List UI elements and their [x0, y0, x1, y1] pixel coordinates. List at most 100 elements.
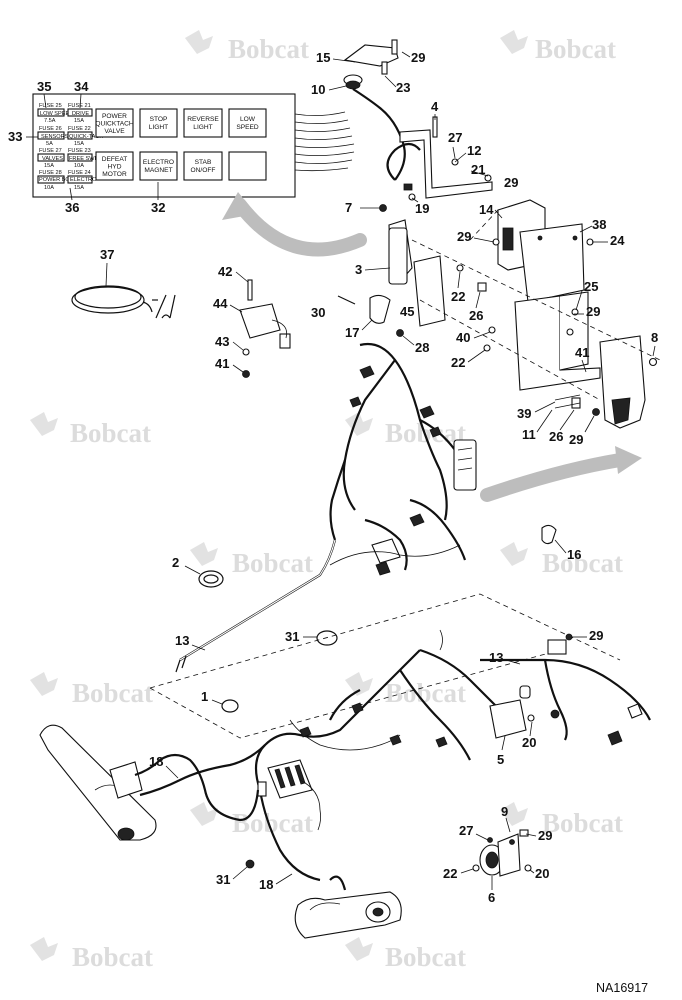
watermark-mid-left: Bobcat: [30, 412, 151, 448]
watermark-text: Bobcat: [228, 34, 309, 64]
callout-36: 36: [65, 200, 79, 215]
callout-38: 38: [592, 217, 606, 232]
callout-16: 16: [567, 547, 581, 562]
svg-text:VALVE: VALVE: [104, 128, 125, 135]
svg-text:LOW SPEED: LOW SPEED: [40, 111, 73, 117]
callout-31: 31: [216, 872, 230, 887]
callout-20: 20: [522, 735, 536, 750]
callout-12: 12: [467, 143, 481, 158]
cylinder-bottom: [294, 875, 402, 939]
callout-18: 18: [259, 877, 273, 892]
bracket-parts-top: [343, 39, 493, 199]
coil-37: [71, 285, 176, 319]
fuse-23: FUSE 23 FREE SWIVEL 10A: [67, 148, 107, 169]
callout-33: 33: [8, 129, 22, 144]
svg-text:15A: 15A: [74, 118, 84, 124]
callout-27: 27: [448, 130, 462, 145]
watermark-text: Bobcat: [535, 34, 616, 64]
svg-text:POWER: POWER: [102, 113, 127, 120]
svg-text:ELECTRO: ELECTRO: [70, 177, 97, 183]
callout-15: 15: [316, 50, 330, 65]
callout-22: 22: [451, 289, 465, 304]
watermark-text: Bobcat: [232, 548, 313, 578]
callout-29: 29: [538, 828, 552, 843]
callout-45: 45: [400, 304, 414, 319]
switch-blank: [228, 151, 267, 181]
callout-29: 29: [589, 628, 603, 643]
watermark-bottom-center: Bobcat: [345, 937, 466, 972]
drawing-number: NA16917: [596, 981, 648, 995]
callout-17: 17: [345, 325, 359, 340]
svg-text:SENSORS: SENSORS: [41, 134, 69, 140]
watermark-layer: Bobcat Bobcat Bobcat Bobcat Bobcat Bobca…: [30, 30, 623, 972]
switch-stab-on-off: STAB ON/OFF: [183, 151, 223, 181]
svg-text:LOW: LOW: [240, 116, 256, 123]
callout-43: 43: [215, 334, 229, 349]
callout-41: 41: [215, 356, 229, 371]
callout-9: 9: [501, 804, 508, 819]
cylinder-left: [39, 724, 260, 841]
fuse-28: FUSE 28 POWER BOB-TACH 10A: [37, 170, 90, 191]
svg-text:VALVES: VALVES: [42, 156, 63, 162]
switch-reverse-light: REVERSE LIGHT: [183, 108, 223, 138]
fuse-block: FUSE 25 LOW SPEED 7.5A FUSE 21 DRIVE 15A…: [37, 103, 107, 191]
svg-text:10A: 10A: [74, 163, 84, 169]
svg-text:MOTOR: MOTOR: [102, 171, 127, 178]
callout-29: 29: [569, 432, 583, 447]
watermark-top-left: Bobcat: [185, 30, 309, 64]
watermark-bottom-left: Bobcat: [30, 937, 153, 972]
svg-text:REVERSE: REVERSE: [187, 116, 219, 123]
watermark-text: Bobcat: [72, 678, 153, 708]
watermark-row5-left: Bobcat: [190, 802, 313, 838]
callout-22: 22: [451, 355, 465, 370]
horn-6: [472, 829, 532, 877]
main-harness: [175, 342, 477, 673]
callout-24: 24: [610, 233, 625, 248]
callout-3: 3: [355, 262, 362, 277]
callout-39: 39: [517, 406, 531, 421]
svg-text:FUSE 22: FUSE 22: [68, 126, 91, 132]
svg-text:LIGHT: LIGHT: [149, 124, 168, 131]
callout-29: 29: [504, 175, 518, 190]
svg-text:FUSE 25: FUSE 25: [39, 103, 62, 109]
fuse-26: FUSE 26 SENSORS 5A: [37, 126, 69, 147]
callout-4: 4: [431, 99, 439, 114]
clips: [198, 524, 557, 713]
controller-modules: [337, 193, 661, 429]
lower-frame-outline: [149, 593, 621, 739]
lower-fasteners: [245, 633, 573, 869]
watermark-text: Bobcat: [72, 942, 153, 972]
lower-harness: [139, 629, 651, 882]
callout-32: 32: [151, 200, 165, 215]
detail-arrow-to-panel: [222, 192, 367, 257]
callout-42: 42: [218, 264, 232, 279]
svg-text:15A: 15A: [74, 185, 84, 191]
svg-text:LIGHT: LIGHT: [193, 124, 212, 131]
callout-28: 28: [415, 340, 429, 355]
callout-26: 26: [469, 308, 483, 323]
switch-power-quicktach-valve: POWER QUICKTACH VALVE: [95, 108, 134, 138]
panel-wires: [294, 111, 355, 172]
svg-text:QUICK-TACH: QUICK-TACH: [69, 134, 103, 140]
callout-13: 13: [175, 633, 189, 648]
svg-text:MAGNET: MAGNET: [144, 167, 172, 174]
callout-8: 8: [651, 330, 658, 345]
svg-text:STAB: STAB: [195, 159, 212, 166]
callout-41: 41: [575, 345, 589, 360]
callout-10: 10: [311, 82, 325, 97]
watermark-top-right: Bobcat: [500, 30, 616, 64]
watermark-row3-left: Bobcat: [190, 542, 313, 578]
watermark-text: Bobcat: [542, 548, 623, 578]
callout-19: 19: [415, 201, 429, 216]
fuse-22: FUSE 22 QUICK-TACH 15A: [67, 126, 103, 147]
svg-text:FUSE 28: FUSE 28: [39, 170, 62, 176]
switch-panel-inset: FUSE 25 LOW SPEED 7.5A FUSE 21 DRIVE 15A…: [32, 93, 355, 198]
svg-text:DEFEAT: DEFEAT: [102, 156, 128, 163]
svg-text:FUSE 23: FUSE 23: [68, 148, 91, 154]
svg-text:FUSE 24: FUSE 24: [68, 170, 91, 176]
svg-text:HYD: HYD: [108, 164, 122, 171]
svg-text:FUSE 26: FUSE 26: [39, 126, 62, 132]
callout-11: 11: [522, 427, 536, 442]
svg-text:SPEED: SPEED: [236, 124, 259, 131]
